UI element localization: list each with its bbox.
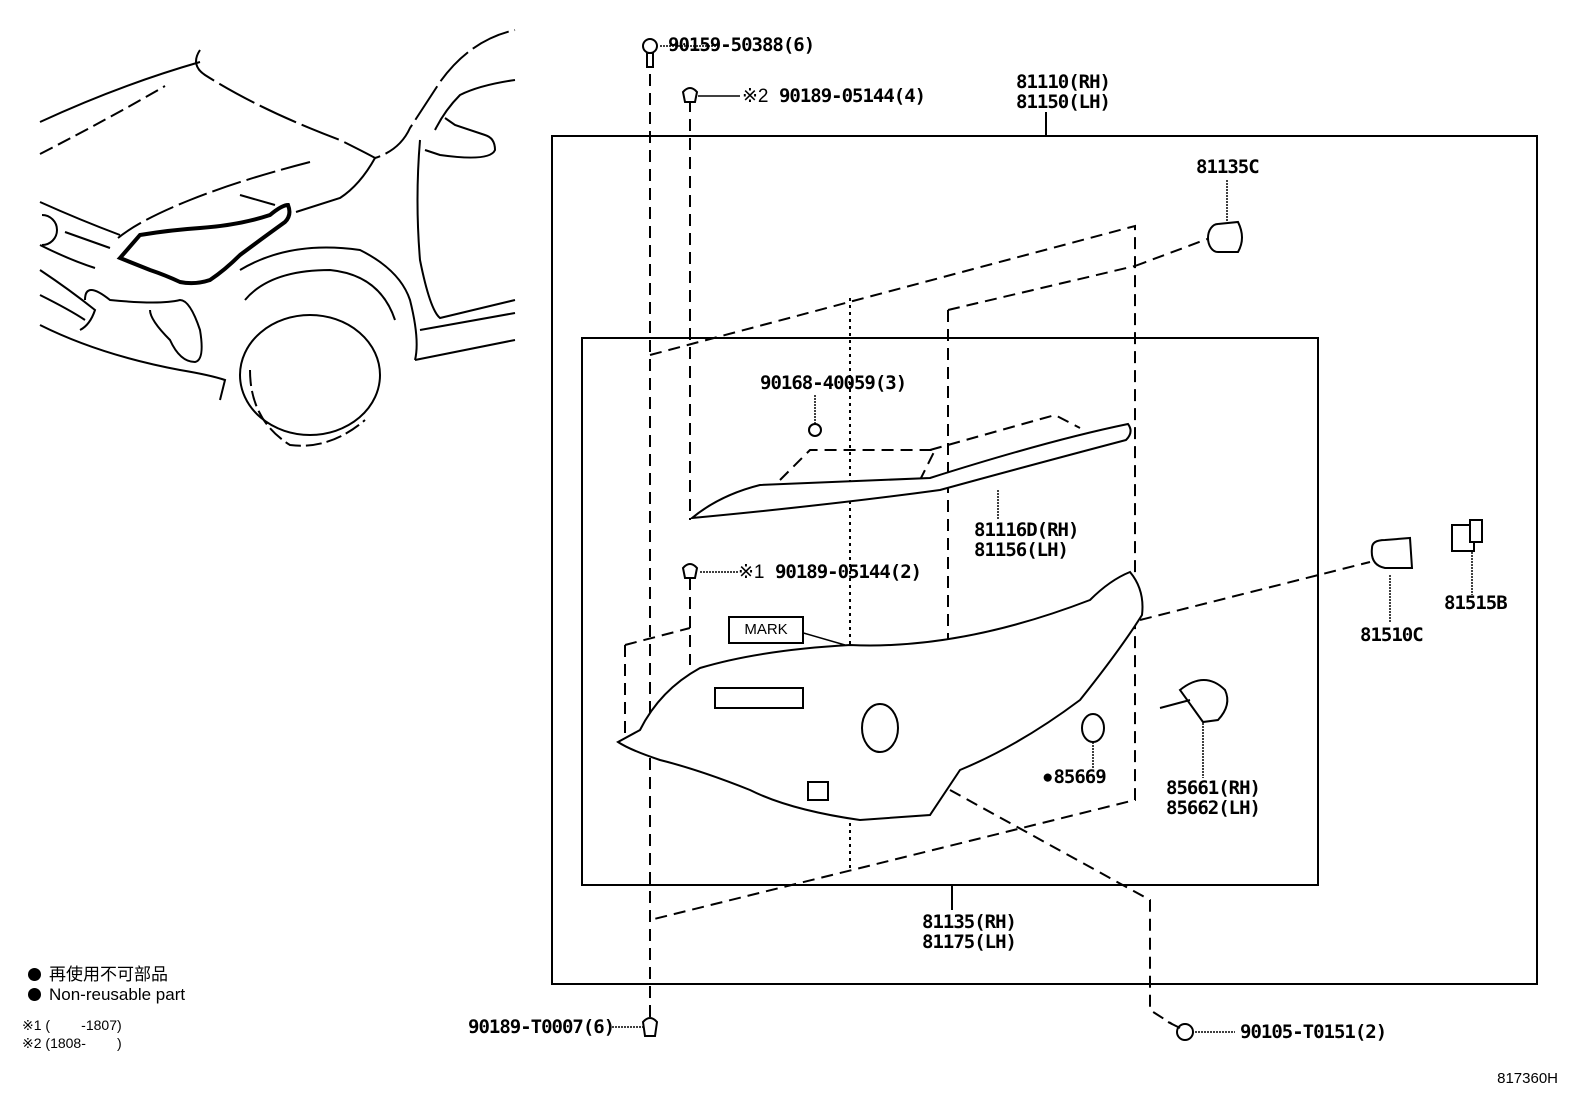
label-bulb-unit[interactable]: 85661(RH) 85662(LH) bbox=[1166, 777, 1261, 819]
label-assembly[interactable]: 81110(RH) 81150(LH) bbox=[1016, 71, 1111, 113]
leader-lines bbox=[612, 45, 1473, 1033]
garnish-strip bbox=[688, 422, 1132, 520]
socket-icon bbox=[1451, 519, 1483, 552]
housing-outline-box bbox=[581, 337, 1319, 886]
label-clip-top[interactable]: ※2 90189-05144(4) bbox=[742, 85, 926, 107]
label-screw-mid[interactable]: 90168-40059(3) bbox=[760, 372, 907, 394]
part-number: 90189-05144(4) bbox=[778, 85, 926, 107]
screw-mid-icon bbox=[808, 423, 822, 437]
legend-text: Non-reusable part bbox=[49, 985, 186, 1004]
bulb-icon bbox=[1370, 536, 1414, 569]
diagram-reference-code: 817360H bbox=[1497, 1070, 1558, 1087]
clip-bottom-icon bbox=[641, 1017, 659, 1037]
lamp-components bbox=[616, 220, 1483, 822]
bulb-unit-lh: 85662(LH) bbox=[1166, 797, 1261, 819]
bulb-unit-rh: 85661(RH) bbox=[1166, 777, 1261, 799]
housing-lh: 81175(LH) bbox=[922, 931, 1017, 953]
fasteners bbox=[641, 38, 1194, 1041]
mark-callout: MARK bbox=[728, 616, 804, 644]
note-1: ※1 ( -1807) bbox=[22, 1017, 122, 1033]
clip-mid-icon bbox=[681, 563, 699, 579]
screw-top-icon bbox=[642, 38, 658, 68]
bullet-icon bbox=[28, 988, 41, 1001]
label-screw-bottom[interactable]: 90105-T0151(2) bbox=[1240, 1021, 1387, 1043]
bulb-unit-icon bbox=[1159, 679, 1229, 724]
housing-rh: 81135(RH) bbox=[922, 911, 1017, 933]
label-clip-mid[interactable]: ※1 90189-05144(2) bbox=[738, 561, 922, 583]
legend-text: 再使用不可部品 bbox=[49, 965, 168, 984]
legend-english: Non-reusable part bbox=[28, 985, 185, 1005]
label-housing[interactable]: 81135(RH) 81175(LH) bbox=[922, 911, 1017, 953]
label-cap[interactable]: 81135C bbox=[1196, 156, 1260, 178]
gasket-icon bbox=[1081, 713, 1105, 743]
hood-line-upper bbox=[39, 61, 201, 123]
bullet-icon bbox=[28, 968, 41, 981]
part-number: 85669 bbox=[1053, 766, 1106, 788]
assembly-rh: 81110(RH) bbox=[1016, 71, 1111, 93]
non-reusable-marker: ● bbox=[1042, 767, 1054, 788]
label-garnish[interactable]: 81116D(RH) 81156(LH) bbox=[974, 519, 1079, 561]
screw-bottom-icon bbox=[1167, 1021, 1194, 1041]
label-screw-top[interactable]: 90159-50388(6) bbox=[668, 34, 815, 56]
note-marker-1: ※1 bbox=[738, 562, 765, 583]
label-socket[interactable]: 81515B bbox=[1444, 592, 1508, 614]
note-marker-2: ※2 bbox=[742, 86, 769, 107]
legend-japanese: 再使用不可部品 bbox=[28, 960, 168, 985]
note-2: ※2 (1808- ) bbox=[22, 1035, 122, 1051]
vehicle-illustration bbox=[39, 29, 516, 447]
label-gasket[interactable]: ●85669 bbox=[1042, 766, 1107, 788]
part-number: 90189-05144(2) bbox=[774, 561, 922, 583]
assembly-lh: 81150(LH) bbox=[1016, 91, 1111, 113]
assembly-outline-box bbox=[551, 135, 1538, 985]
label-clip-bottom[interactable]: 90189-T0007(6) bbox=[468, 1016, 615, 1038]
headlamp-housing bbox=[616, 570, 1144, 822]
highlighted-headlamp bbox=[116, 202, 292, 286]
label-bulb[interactable]: 81510C bbox=[1360, 624, 1424, 646]
garnish-lh: 81156(LH) bbox=[974, 539, 1069, 561]
garnish-rh: 81116D(RH) bbox=[974, 519, 1079, 541]
cap-icon bbox=[1207, 220, 1243, 253]
clip-top-icon bbox=[681, 87, 699, 103]
